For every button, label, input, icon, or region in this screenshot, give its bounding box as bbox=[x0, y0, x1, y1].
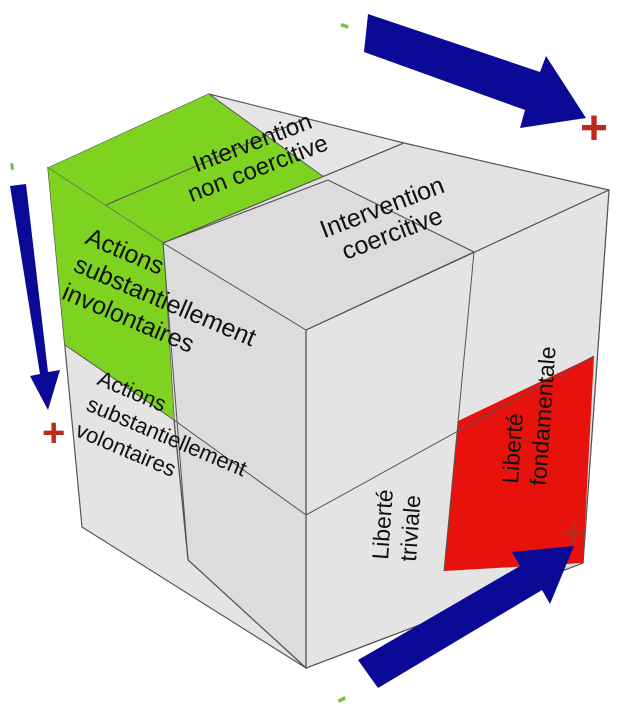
front-divider-v bbox=[443, 251, 475, 572]
top-divider-1 bbox=[208, 93, 329, 181]
bottom-axis-minus: - bbox=[329, 681, 353, 706]
liberte-triviale-line1: Liberté bbox=[367, 488, 398, 560]
left-face bbox=[47, 166, 307, 669]
middle-divider-h bbox=[173, 419, 307, 516]
left-axis-plus: + bbox=[42, 411, 65, 455]
left-cell-green bbox=[48, 168, 174, 420]
left-arrow-icon bbox=[10, 184, 60, 410]
front-face bbox=[305, 189, 610, 669]
liberte-fondamentale-line1: Liberté bbox=[497, 412, 528, 484]
left-edge-right bbox=[162, 242, 189, 561]
top-axis-minus: - bbox=[335, 7, 355, 41]
top-divider-2 bbox=[105, 117, 308, 206]
top-axis: - + bbox=[335, 7, 608, 155]
left-axis-minus: - bbox=[0, 159, 30, 173]
front-divider-h bbox=[305, 355, 595, 516]
liberte-triviale-line2: triviale bbox=[395, 494, 426, 562]
left-divider-h bbox=[64, 344, 175, 421]
bottom-axis-plus: + bbox=[562, 511, 585, 555]
top-arrow-icon bbox=[364, 14, 586, 128]
top-axis-plus: + bbox=[580, 102, 608, 155]
bottom-arrow-icon bbox=[358, 546, 574, 688]
front-cell-red bbox=[444, 356, 594, 571]
label-liberte-triviale: Liberté triviale bbox=[367, 488, 426, 562]
middle-top-edge bbox=[162, 242, 307, 331]
